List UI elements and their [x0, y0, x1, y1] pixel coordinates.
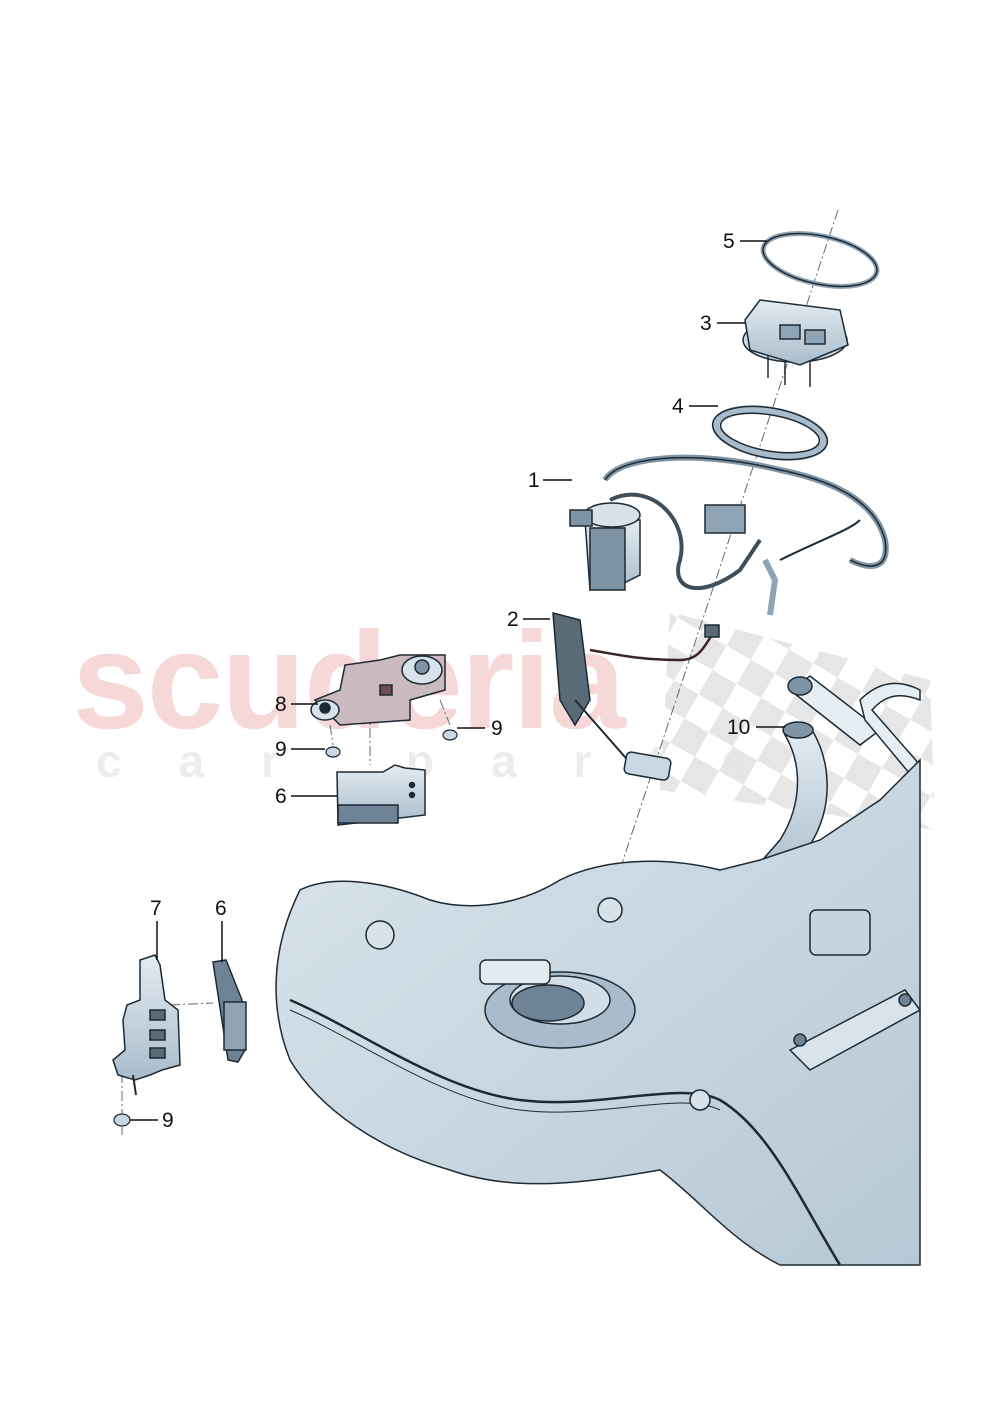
callout-5[interactable]: 5 — [723, 230, 735, 253]
part-7-holder — [112, 954, 181, 1096]
callout-2[interactable]: 2 — [507, 608, 519, 631]
callout-4[interactable]: 4 — [672, 395, 684, 418]
callout-1[interactable]: 1 — [528, 469, 540, 492]
part-6-control-unit-upper — [336, 764, 426, 826]
callout-9-left[interactable]: 9 — [275, 738, 287, 761]
part-6-control-unit-lower — [212, 959, 247, 1063]
callout-10[interactable]: 10 — [727, 716, 751, 739]
callout-8[interactable]: 8 — [275, 693, 287, 716]
callout-9-right[interactable]: 9 — [491, 717, 503, 740]
part-4-seal-ring — [711, 405, 829, 461]
callout-3[interactable]: 3 — [700, 312, 712, 335]
part-1-fuel-pump-module — [569, 454, 889, 616]
checkered-flag-watermark — [660, 612, 935, 830]
part-5-locking-ring — [760, 231, 880, 289]
callout-6-upper[interactable]: 6 — [275, 785, 287, 808]
callout-9-bottom[interactable]: 9 — [162, 1109, 174, 1132]
callout-7[interactable]: 7 — [150, 897, 162, 920]
callout-6-lower[interactable]: 6 — [215, 897, 227, 920]
part-8-bracket — [310, 654, 446, 726]
fuel-tank — [275, 758, 922, 1266]
part-2-fuel-level-sender — [552, 612, 720, 781]
part-3-flange — [742, 299, 849, 387]
leader-lines — [130, 240, 785, 1121]
